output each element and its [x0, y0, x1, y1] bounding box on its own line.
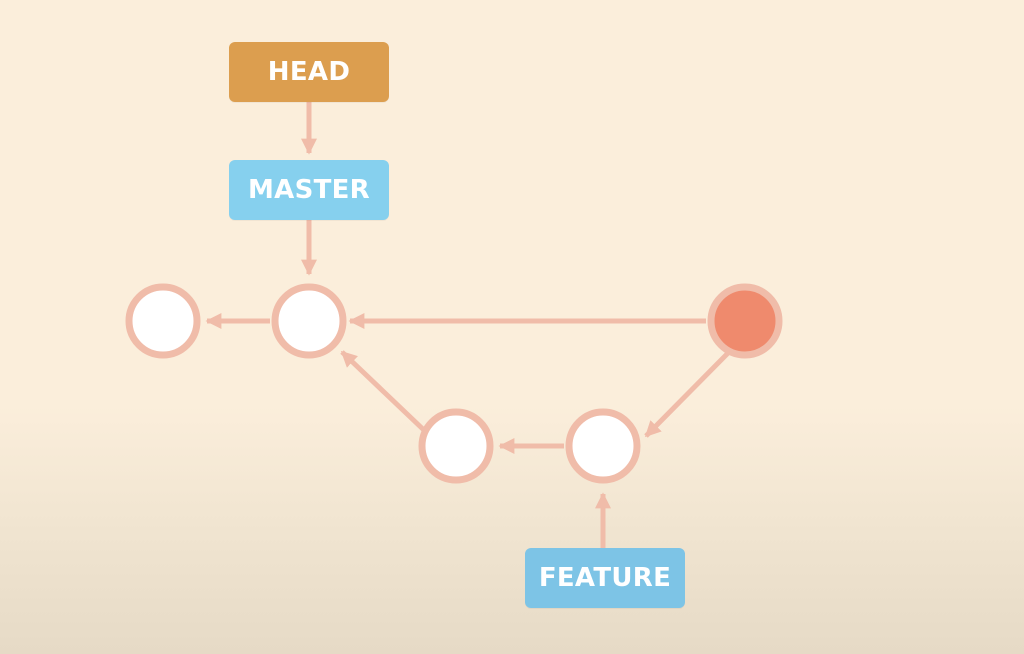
feature-branch-label: FEATURE — [525, 548, 685, 608]
head-label: HEAD — [229, 42, 389, 102]
edge-c5-to-c4 — [644, 348, 733, 438]
commit-node — [565, 408, 641, 484]
edge-c3-to-c2 — [340, 350, 429, 435]
commit-node — [125, 283, 201, 359]
master-branch-label: MASTER — [229, 160, 389, 220]
new-commit-node — [707, 283, 783, 359]
commit-node — [271, 283, 347, 359]
commit-node — [418, 408, 494, 484]
